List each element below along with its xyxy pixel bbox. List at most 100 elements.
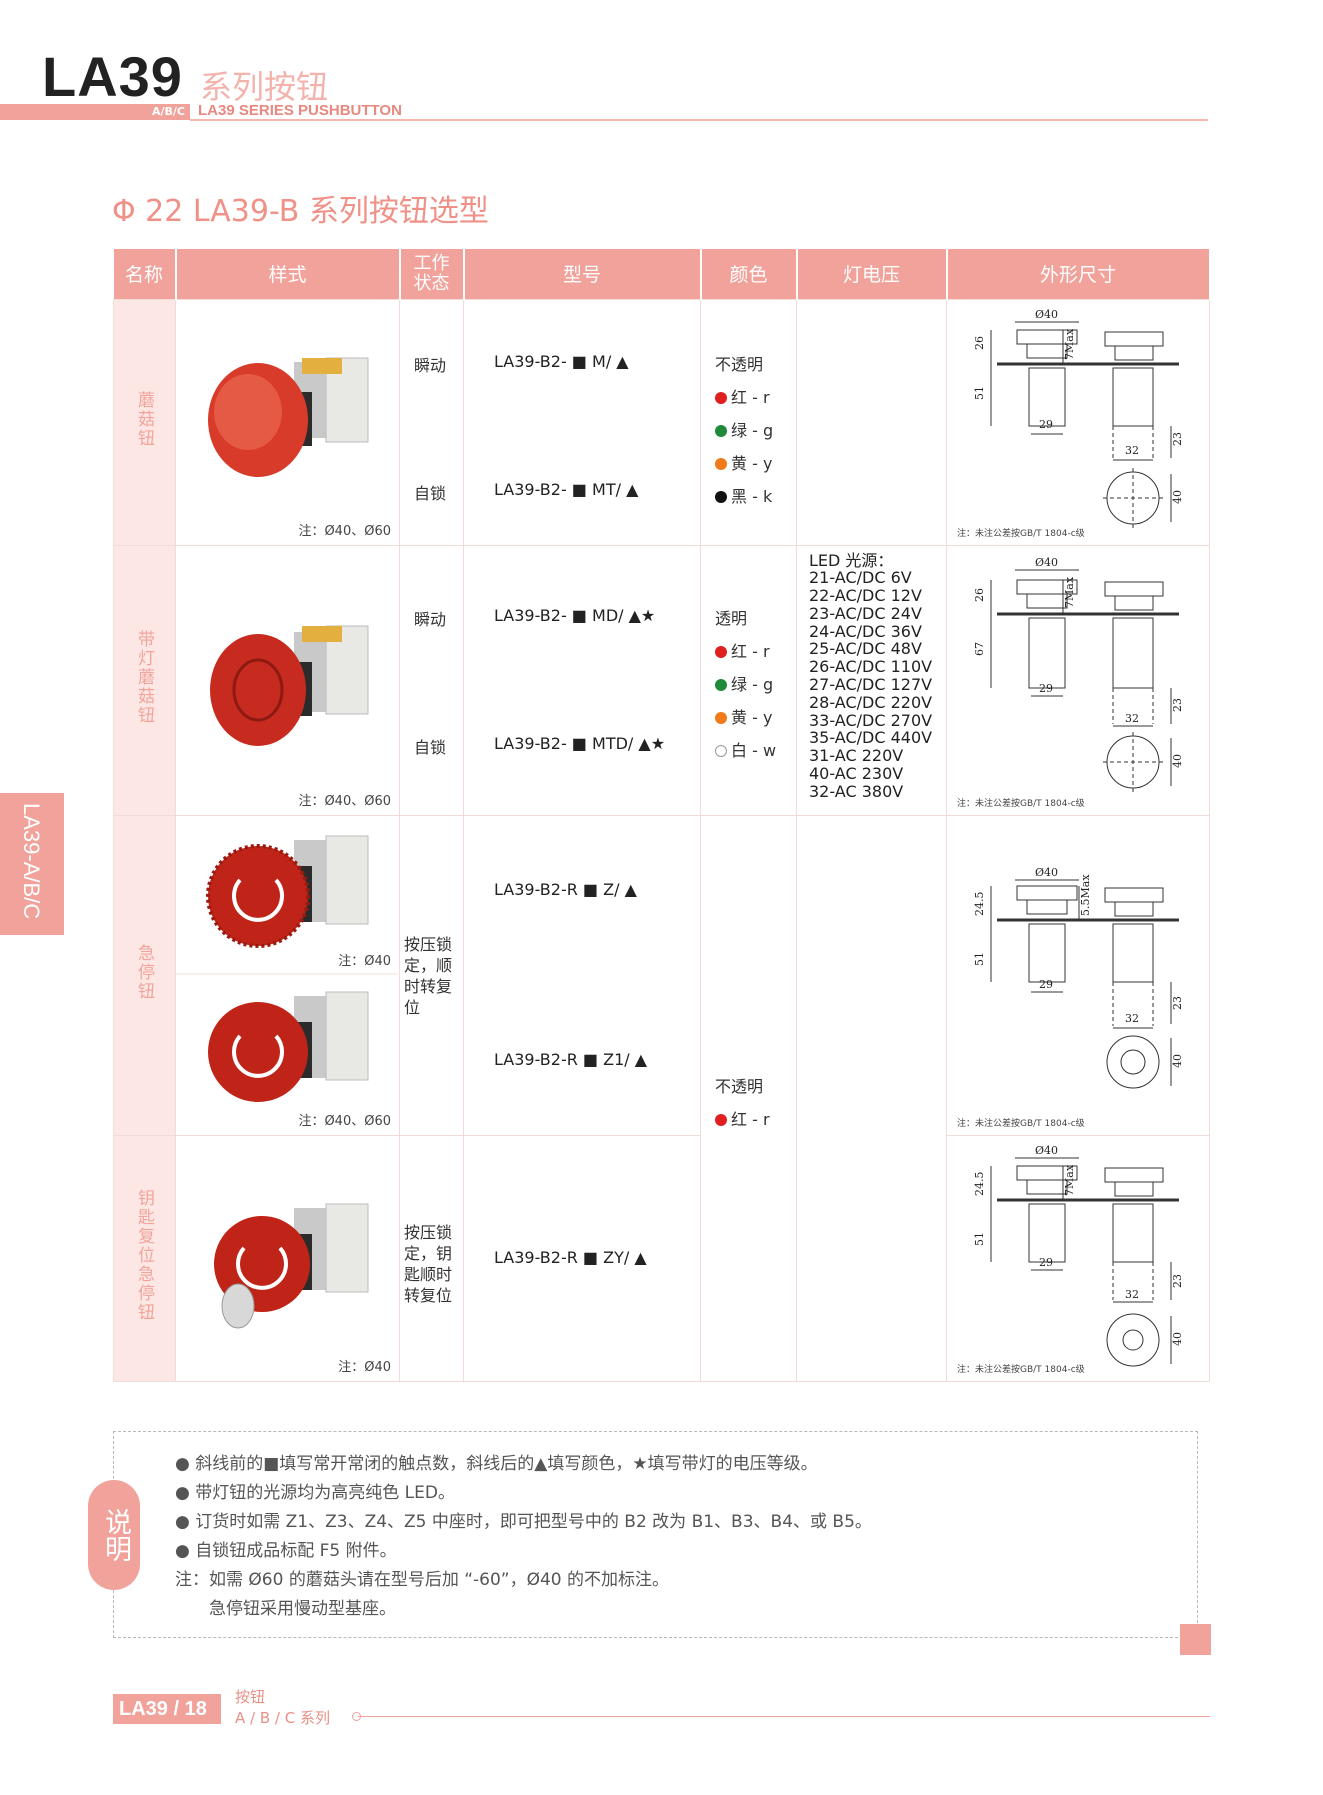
svg-text:32: 32 [1125, 1288, 1139, 1301]
header-rule [190, 119, 1208, 121]
tolerance-note: 注：未注公差按GB/T 1804-c级 [957, 798, 1085, 809]
product-image-cell: 注：Ø40、Ø60 [175, 544, 400, 816]
svg-text:23: 23 [1171, 996, 1184, 1010]
key-reset-emergency-stop-image [214, 1203, 369, 1328]
svg-text:40: 40 [1171, 490, 1184, 504]
svg-text:40: 40 [1171, 754, 1184, 768]
state-key-reset: 按压锁定，钥匙顺时转复位 [404, 1222, 453, 1305]
svg-text:26: 26 [973, 336, 986, 350]
state-push-lock: 按压锁定，顺时转复位 [404, 934, 453, 1017]
image-note: 注：Ø40、Ø60 [298, 793, 391, 809]
model-number: LA39-B2-R ■ ZY/ ▲ [494, 1247, 647, 1267]
selection-table: 名称 样式 工作状态 型号 颜色 灯电压 外形尺寸 蘑菇钮 注：Ø40、Ø60 … [113, 249, 1211, 1382]
row-name: 带灯蘑菇钮 [134, 630, 154, 725]
svg-text:32: 32 [1125, 444, 1139, 457]
color-option: 黄 - y [715, 447, 773, 480]
color-option: 黑 - k [715, 480, 773, 513]
section-title: Φ 22 LA39-B 系列按钮选型 [112, 194, 489, 229]
svg-text:Ø40: Ø40 [1035, 866, 1058, 879]
color-title: 透明 [715, 608, 748, 628]
yellow-dot-icon [715, 711, 727, 724]
row-name: 钥匙复位急停钮 [134, 1189, 154, 1322]
color-option: 绿 - g [715, 414, 773, 447]
row-name: 急停钮 [134, 944, 154, 1001]
green-dot-icon [715, 678, 727, 691]
svg-text:23: 23 [1171, 1274, 1184, 1288]
note-item: 急停钮采用慢动型基座。 [175, 1599, 396, 1619]
brand-cn: 系列按钮 [200, 68, 329, 106]
svg-text:67: 67 [973, 642, 986, 656]
model-number: LA39-B2-R ■ Z1/ ▲ [494, 1049, 648, 1069]
svg-text:40: 40 [1171, 1054, 1184, 1068]
color-option: 红 - r [715, 381, 773, 414]
svg-text:5.5Max: 5.5Max [1079, 873, 1092, 915]
svg-text:Ø40: Ø40 [1035, 308, 1058, 321]
state-latching: 自锁 [414, 483, 447, 503]
white-dot-icon [715, 744, 727, 757]
red-dot-icon [715, 1113, 727, 1126]
footer-category: 按钮 [235, 1688, 266, 1706]
product-image-cell: 注：Ø40 [175, 1134, 400, 1382]
svg-text:40: 40 [1171, 1332, 1184, 1346]
svg-text:24.5: 24.5 [973, 1171, 986, 1196]
color-title: 不透明 [715, 1076, 764, 1096]
note-item: ● 带灯钮的光源均为高亮纯色 LED。 [175, 1483, 455, 1503]
svg-text:23: 23 [1171, 698, 1184, 712]
model-number: LA39-B2- ■ MT/ ▲ [494, 479, 639, 499]
color-option: 绿 - g [715, 668, 776, 701]
th-style: 样式 [175, 249, 401, 299]
note-item: ● 斜线前的■填写常开常闭的触点数，斜线后的▲填写颜色，★填写带灯的电压等级。 [175, 1454, 818, 1474]
footer-series: A / B / C 系列 [235, 1709, 330, 1727]
svg-text:29: 29 [1039, 418, 1053, 431]
yellow-dot-icon [715, 457, 727, 470]
th-color: 颜色 [700, 249, 798, 299]
tolerance-note: 注：未注公差按GB/T 1804-c级 [957, 528, 1085, 539]
th-name: 名称 [113, 249, 177, 299]
table-row: 急停钮 注：Ø40 注：Ø40、Ø60 按压锁定，顺时转复位 LA39-B2-R… [113, 814, 1210, 1382]
page-number: LA39 / 18 [113, 1694, 221, 1724]
emergency-stop-image [176, 835, 398, 1102]
state-momentary: 瞬动 [414, 609, 447, 629]
tolerance-note: 注：未注公差按GB/T 1804-c级 [957, 1118, 1085, 1129]
note-item: ● 自锁钮成品标配 F5 附件。 [175, 1541, 397, 1561]
svg-text:26: 26 [973, 588, 986, 602]
svg-text:23: 23 [1171, 432, 1184, 446]
table-header: 名称 样式 工作状态 型号 颜色 灯电压 外形尺寸 [113, 249, 1211, 299]
table-row: 蘑菇钮 注：Ø40、Ø60 瞬动自锁 LA39-B2- ■ M/ ▲LA39-B… [113, 298, 1210, 546]
table-row: 带灯蘑菇钮 注：Ø40、Ø60 瞬动自锁 LA39-B2- ■ MD/ ▲★LA… [113, 544, 1210, 816]
svg-text:7Max: 7Max [1063, 576, 1076, 608]
color-title: 不透明 [715, 354, 764, 374]
footer-rule [358, 1716, 1210, 1717]
image-note: 注：Ø40 [338, 953, 391, 969]
image-note: 注：Ø40、Ø60 [298, 1113, 391, 1129]
note-item: 注：如需 Ø60 的蘑菇头请在型号后加 “-60”，Ø40 的不加标注。 [175, 1570, 670, 1590]
dimension-drawing: Ø40 26 51 29 32 23 40 7Max [973, 308, 1184, 528]
illuminated-mushroom-button-image [210, 625, 369, 746]
svg-text:32: 32 [1125, 712, 1139, 725]
brand-title: LA39 [42, 45, 183, 108]
header-bar [0, 104, 190, 120]
svg-text:7Max: 7Max [1063, 1164, 1076, 1196]
image-note: 注：Ø40、Ø60 [298, 523, 391, 539]
svg-text:32: 32 [1125, 1012, 1139, 1025]
notes-tag: 说明 [88, 1480, 140, 1590]
svg-text:29: 29 [1039, 1256, 1053, 1269]
image-note: 注：Ø40 [338, 1359, 391, 1375]
side-tab: LA39-A/B/C [0, 793, 64, 935]
red-dot-icon [715, 645, 727, 658]
svg-text:Ø40: Ø40 [1035, 1144, 1058, 1157]
product-image-cell: 注：Ø40 注：Ø40、Ø60 [175, 814, 400, 1136]
corner-accent [1180, 1624, 1211, 1655]
table-row: 钥匙复位急停钮 注：Ø40 按压锁定，钥匙顺时转复位 LA39-B2-R ■ Z… [113, 1134, 1210, 1382]
tolerance-note: 注：未注公差按GB/T 1804-c级 [957, 1364, 1085, 1375]
color-option: 白 - w [715, 734, 776, 767]
svg-text:51: 51 [973, 386, 986, 400]
svg-text:7Max: 7Max [1063, 328, 1076, 360]
notes-list: ● 斜线前的■填写常开常闭的触点数，斜线后的▲填写颜色，★填写带灯的电压等级。 … [175, 1450, 872, 1624]
